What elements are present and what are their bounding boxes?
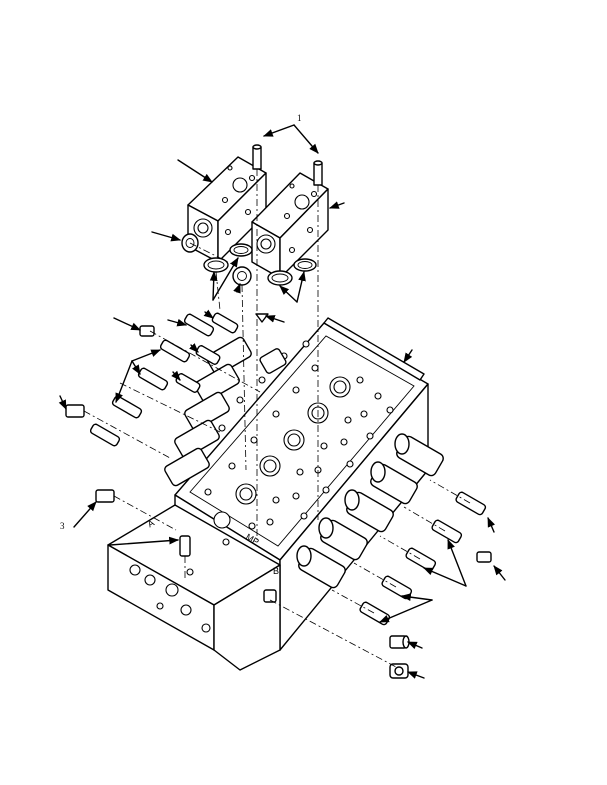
dowel-pin-right (313, 160, 323, 186)
upper-valve-block-left (187, 156, 267, 263)
o-ring-4 (293, 258, 317, 272)
manifold-front-ports (129, 564, 211, 633)
callout-leaders (58, 124, 506, 679)
assembly-centerlines (83, 169, 471, 669)
o-ring-1 (203, 257, 229, 273)
elbow-fitting-upper (389, 635, 410, 649)
port-label-a: A (146, 518, 156, 530)
o-ring-2 (229, 243, 253, 257)
spool-row-left (164, 336, 287, 487)
callout-pins-number: 1 (297, 113, 302, 123)
left-cartridges (65, 312, 239, 557)
dowel-pin-left (252, 144, 262, 170)
elbow-fitting-lower (389, 663, 409, 679)
fitting-b-port (263, 589, 277, 603)
port-label-b: B (273, 566, 279, 576)
manifold-top-ports (196, 340, 394, 546)
spool-row-right (296, 433, 444, 589)
upper-valve-block-right (251, 172, 329, 279)
check-ball (255, 313, 269, 323)
plug-center (232, 266, 252, 286)
o-ring-3 (267, 270, 293, 286)
callout-left-fitting-number: 3 (60, 521, 65, 531)
